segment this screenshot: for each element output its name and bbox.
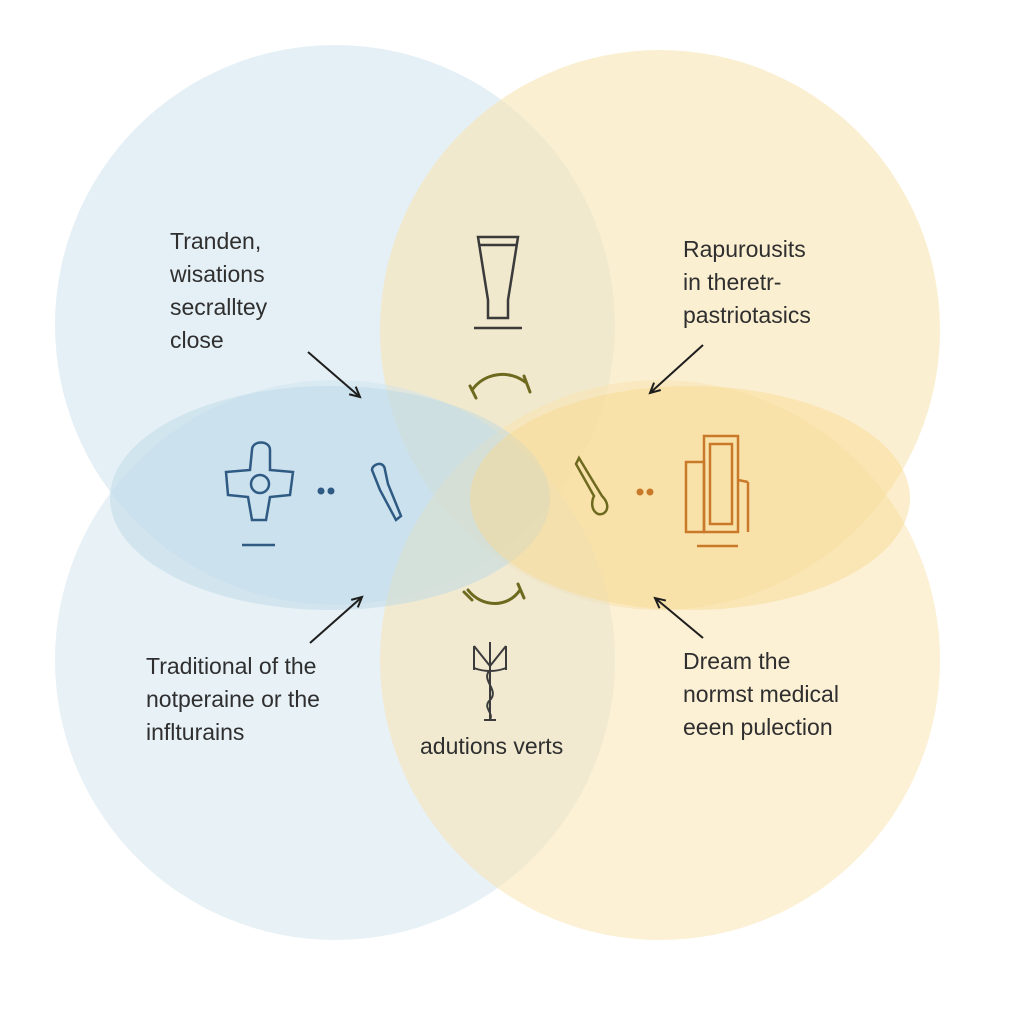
bone-icon-right bbox=[574, 455, 609, 516]
label-bottom-center: adutions verts bbox=[420, 733, 564, 759]
bone-icon-top bbox=[468, 372, 532, 400]
inner-yellow-lens bbox=[470, 386, 910, 610]
inner-blue-lens bbox=[110, 386, 550, 610]
bone-icon-left bbox=[370, 462, 403, 522]
label-bottom-right: Dream the normst medical eeen pulection bbox=[683, 648, 839, 740]
circles-group bbox=[55, 45, 940, 940]
glass-icon bbox=[474, 235, 522, 330]
arrow-top-left bbox=[307, 351, 360, 397]
label-top-right: Rapurousits in theretr- pastriotasics bbox=[683, 236, 811, 328]
arrow-top-right bbox=[650, 344, 704, 393]
label-top-left: Tranden, wisations secralltey close bbox=[170, 228, 268, 353]
dots-icon-left bbox=[317, 487, 335, 495]
arrows-group bbox=[307, 344, 704, 644]
bone-icon-bottom bbox=[462, 582, 526, 605]
arrow-bottom-left bbox=[309, 597, 362, 644]
figure-icon bbox=[224, 441, 295, 547]
dots-icon-right bbox=[636, 488, 654, 496]
arrow-bottom-right bbox=[655, 598, 704, 639]
caduceus-icon bbox=[473, 642, 507, 721]
bottles-icon bbox=[684, 434, 750, 548]
label-bottom-left: Traditional of the notperaine or the inf… bbox=[146, 653, 320, 745]
circle-bottom-right bbox=[380, 380, 940, 940]
